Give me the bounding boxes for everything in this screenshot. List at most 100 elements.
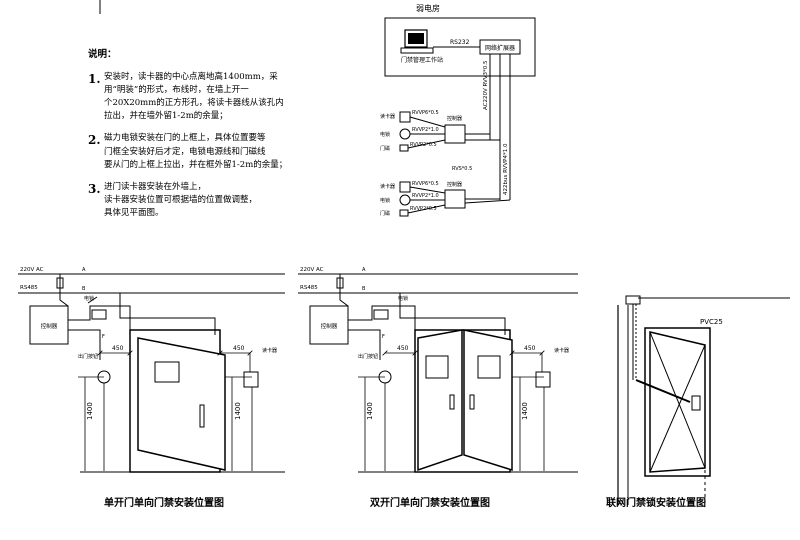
note-item-2: 2. 磁力电锁安装在门的上框上，具体位置要等 门框全安装好后才定，电锁电源线和门… <box>88 132 318 172</box>
lock-1-label: 电锁 <box>380 131 390 138</box>
room-label: 弱电房 <box>416 3 440 13</box>
network-lock-caption: 联网门禁锁安装位置图 <box>606 498 706 509</box>
lock-cable <box>635 379 691 403</box>
note-line: 用“明装”的形式，布线时，在墙上开一 <box>104 84 249 95</box>
workstation-label: 门禁管理工作站 <box>401 56 443 64</box>
double-right-window <box>477 355 501 379</box>
single-door-window <box>154 361 180 383</box>
single-controller-label: 控制器 <box>41 322 58 330</box>
lock-1-icon <box>399 128 411 140</box>
ac-label: AC220V RVV3*0.5 <box>483 60 489 110</box>
double-power-label: 220V AC <box>300 267 324 273</box>
double-door-right-leaf <box>463 329 513 472</box>
controller-1-label: 控制器 <box>447 115 462 122</box>
single-line-a: A <box>82 267 86 273</box>
note-number: 1. <box>88 71 101 86</box>
double-dim-left: 450 <box>397 345 409 352</box>
double-controller-box <box>309 305 349 345</box>
double-reader-icon <box>535 371 551 388</box>
single-height-left: 1400 <box>86 402 94 420</box>
cable-6-label: RVVP2*1.0 <box>412 193 439 199</box>
single-height-right: 1400 <box>234 402 242 420</box>
note-line: 安装时，读卡器的中心点离地高1400mm，采 <box>104 71 278 82</box>
single-door-caption: 单开门单向门禁安装位置图 <box>104 498 224 509</box>
single-reader-icon <box>243 371 259 388</box>
double-right-handle <box>469 394 475 410</box>
cable-4-label: RVS*0.5 <box>452 166 472 172</box>
contact-2-label: 门磁 <box>380 210 390 217</box>
notes-heading: 说明： <box>88 49 117 60</box>
double-line-b: B <box>362 286 366 292</box>
cable-3-label: RVVP2*0.5 <box>410 142 437 148</box>
workstation-icon <box>400 29 434 54</box>
note-item-1: 1. 安装时，读卡器的中心点离地高1400mm，采 用“明装”的形式，布线时，在… <box>88 71 318 124</box>
note-line: 进门读卡器安装在外墙上， <box>104 181 207 192</box>
note-number: 3. <box>88 181 101 196</box>
single-door-handle <box>199 404 205 428</box>
lock-body <box>691 395 701 411</box>
expander-label: 网络扩展器 <box>485 44 515 52</box>
cable-1-label: RVVP6*0.5 <box>412 110 439 116</box>
single-line-f: F <box>102 334 105 340</box>
single-power-label: 220V AC <box>20 267 44 273</box>
note-line: 要从门的上框上拉出，并在框外留1-2m的余量； <box>104 159 288 170</box>
single-rs485-label: RS485 <box>20 285 38 291</box>
double-controller-label: 控制器 <box>321 322 338 330</box>
note-line: 拉出，并在墙外留1-2m的余量； <box>104 111 228 122</box>
lock-2-icon <box>399 194 411 206</box>
reader-2-icon <box>399 181 411 193</box>
double-button-label: 出门按钮 <box>358 353 378 360</box>
door-contact-2-icon <box>399 209 409 217</box>
single-dim-right: 450 <box>233 345 245 352</box>
single-controller-box <box>29 305 69 345</box>
double-reader-label: 读卡器 <box>554 347 569 354</box>
cable-5-label: RVVP6*0.5 <box>412 181 439 187</box>
network-topology: 弱电房 门禁管理工作站 RS232 网络扩展器 AC220V RVV3*0.5 … <box>380 3 536 217</box>
single-reader-label: 读卡器 <box>262 347 277 354</box>
reader-1-icon <box>399 111 411 123</box>
double-height-right: 1400 <box>521 402 529 420</box>
single-button-label: 出门按钮 <box>78 353 98 360</box>
single-door-leaf <box>137 337 226 471</box>
double-door-caption: 双开门单向门禁安装位置图 <box>370 498 490 509</box>
single-line-b: B <box>82 286 86 292</box>
network-lock-diagram: PVC25 <box>617 295 790 505</box>
double-left-handle <box>449 394 455 410</box>
cable-7-label: RVVP2*0.5 <box>410 206 437 212</box>
double-rs485-label: RS485 <box>300 285 318 291</box>
lock-2-label: 电锁 <box>380 197 390 204</box>
cable-2-label: RVVP2*1.0 <box>412 127 439 133</box>
double-height-left: 1400 <box>366 402 374 420</box>
double-left-window <box>425 355 449 379</box>
note-number: 2. <box>88 133 101 148</box>
note-item-3: 3. 进门读卡器安装在外墙上， 读卡器安装位置可根据墙的位置做调整， 具体见平面… <box>88 181 318 221</box>
double-line-a: A <box>362 267 366 273</box>
note-line: 读卡器安装位置可根据墙的位置做调整， <box>104 195 258 206</box>
reader-2-label: 读卡器 <box>380 183 395 190</box>
double-door-left-leaf <box>417 329 463 472</box>
reader-1-label: 读卡器 <box>380 113 395 120</box>
rs232-label: RS232 <box>450 39 470 46</box>
bus-label: 422bus RVVP4*1.0 <box>503 143 509 195</box>
control-room-box <box>384 17 536 77</box>
double-lock-label: 电锁 <box>398 295 408 302</box>
door-contact-1-icon <box>399 144 409 152</box>
contact-1-label: 门磁 <box>380 145 390 152</box>
installation-notes: 说明： 1. 安装时，读卡器的中心点离地高1400mm，采 用“明装”的形式，布… <box>88 48 318 229</box>
note-line: 具体见平面图。 <box>104 208 164 219</box>
single-lock-label: 电锁 <box>84 295 94 302</box>
single-dim-left: 450 <box>112 345 124 352</box>
controller-2-label: 控制器 <box>447 181 462 188</box>
controller-1-box <box>444 124 466 144</box>
lock-door-frame <box>644 327 711 477</box>
double-line-f: F <box>382 334 385 340</box>
note-line: 门框全安装好后才定，电锁电源线和门磁线 <box>104 146 266 157</box>
lock-junction-box <box>625 295 641 305</box>
note-line: 磁力电锁安装在门的上框上，具体位置要等 <box>104 133 266 144</box>
note-line: 个20X20mm的正方形孔，将读卡器线从该孔内 <box>104 98 284 109</box>
double-door-diagram: 220V AC RS485 A B 控制器 电锁 F 450 450 出门按钮 <box>298 267 578 473</box>
pvc-pipe-label: PVC25 <box>700 318 723 326</box>
controller-2-box <box>444 189 466 209</box>
double-dim-right: 450 <box>524 345 536 352</box>
